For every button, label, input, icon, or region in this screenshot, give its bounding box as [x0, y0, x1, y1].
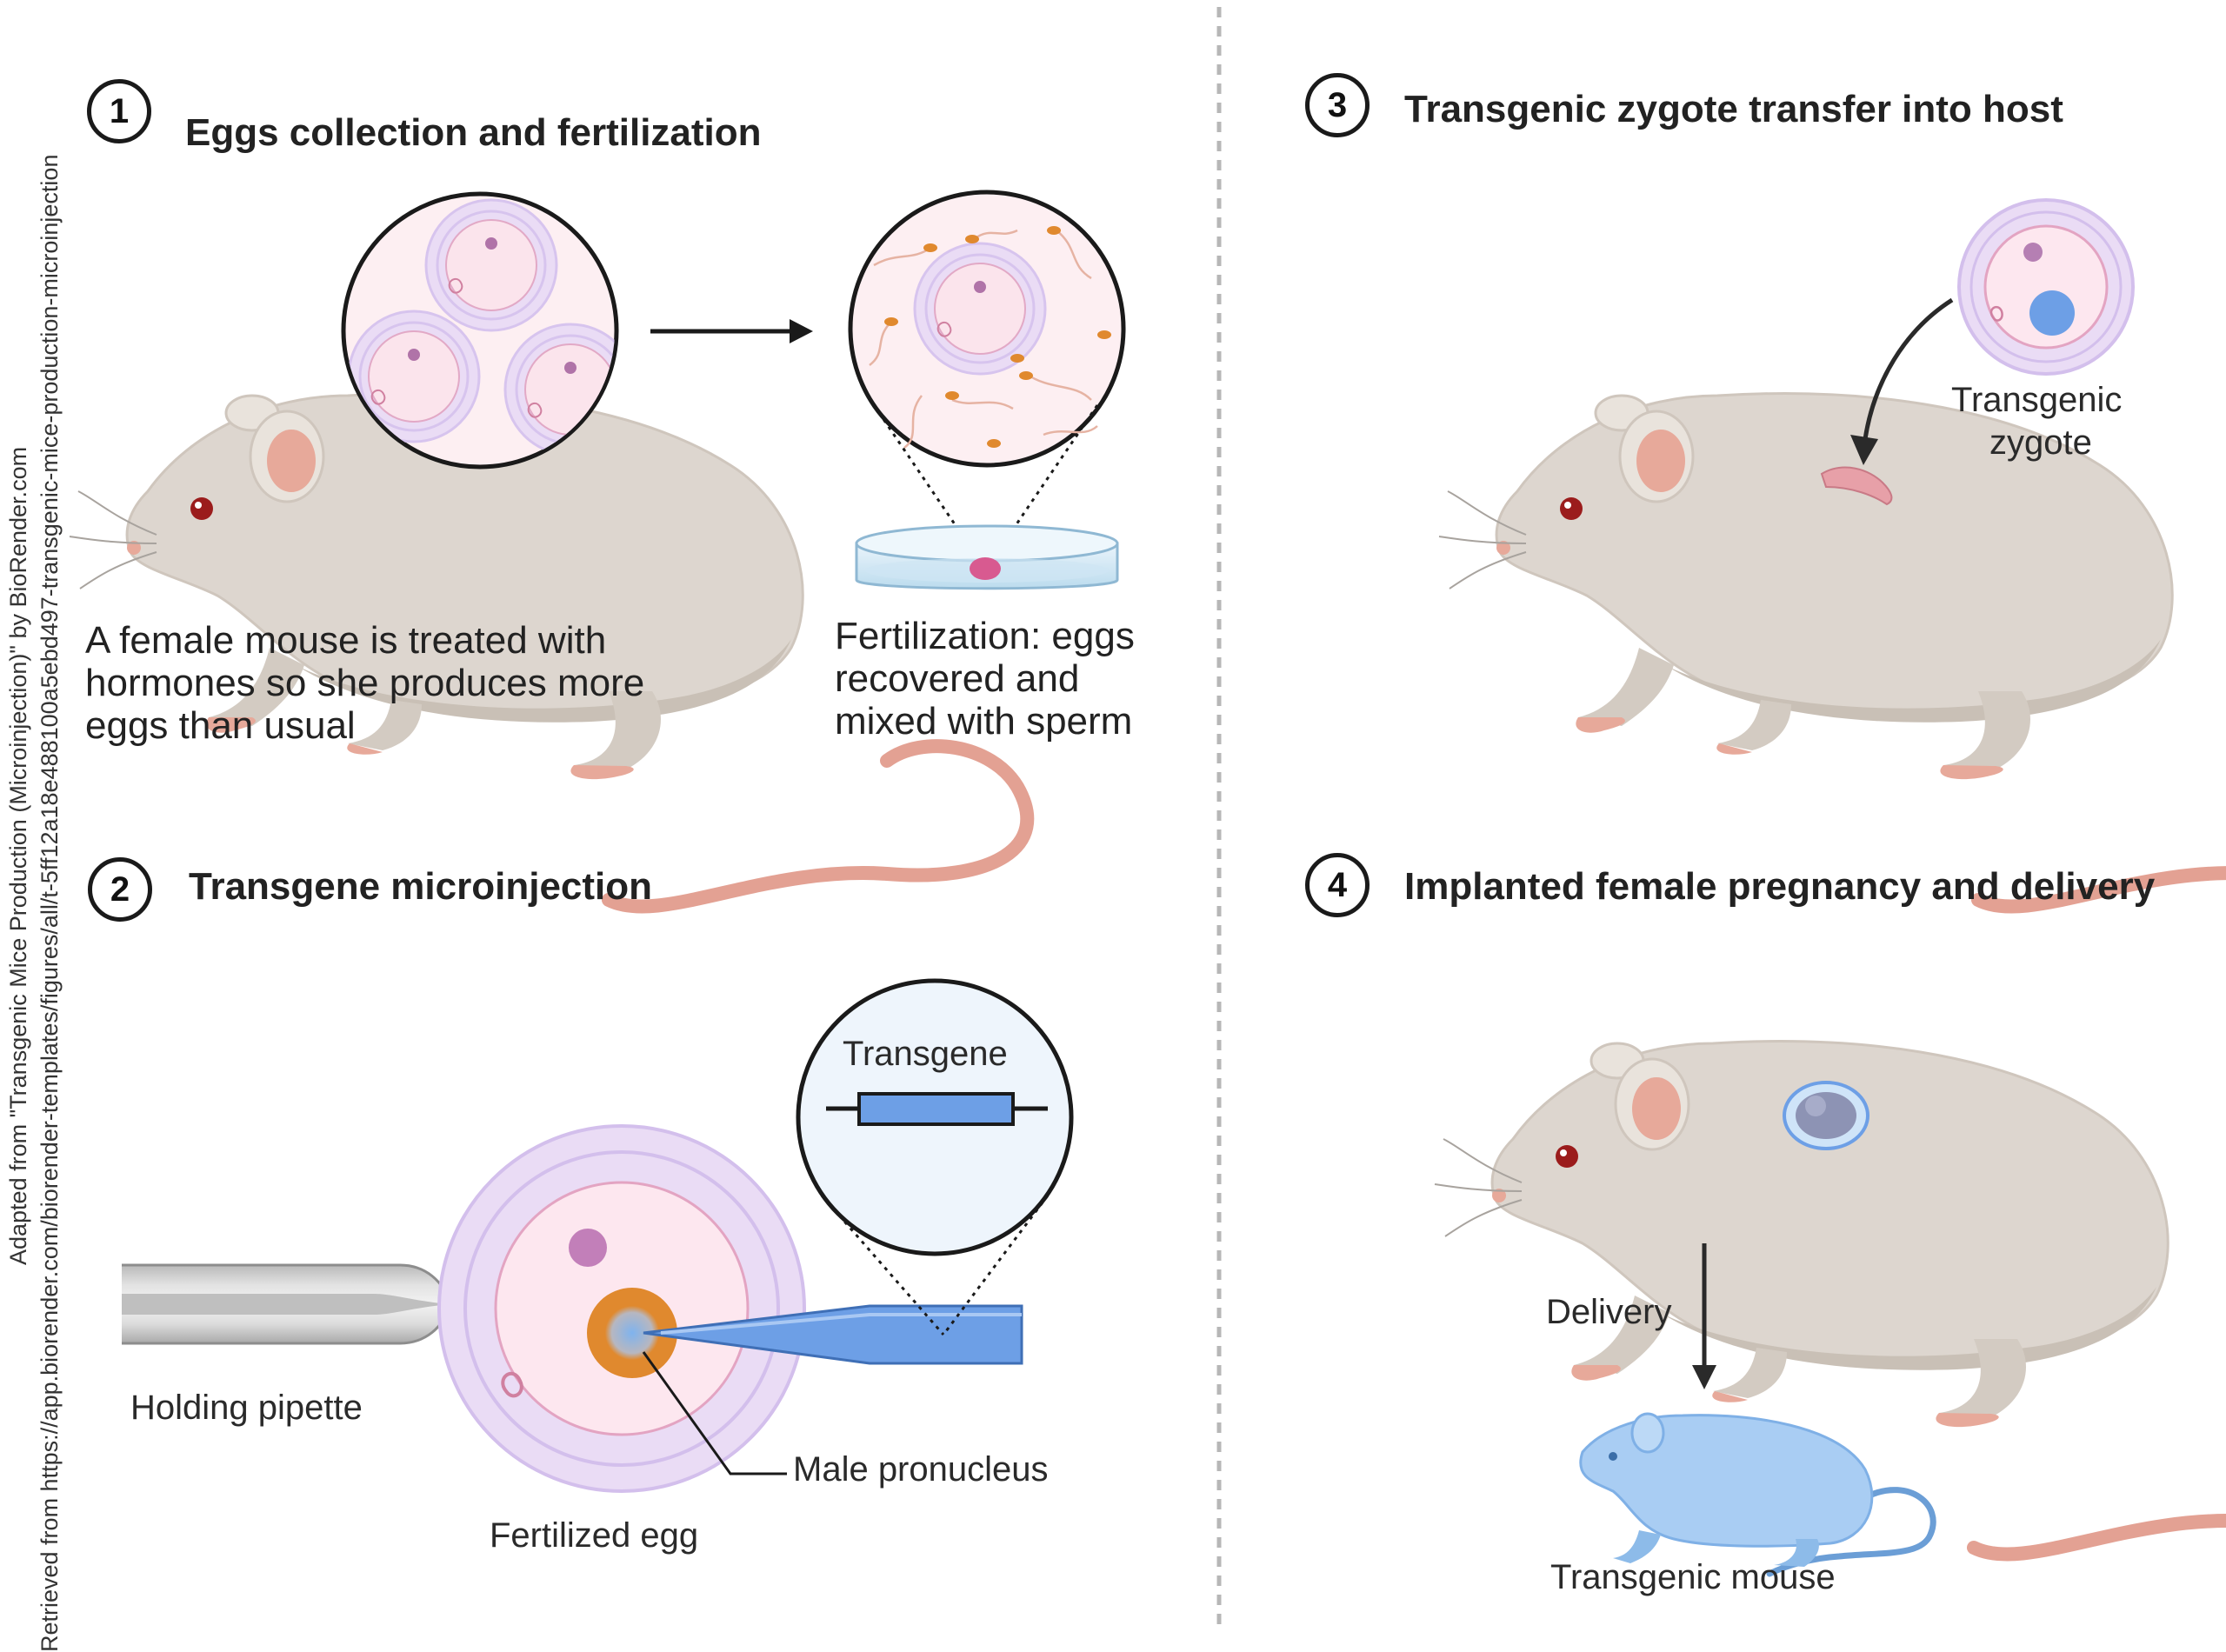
transgenic-mouse-label: Transgenic mouse	[1550, 1558, 1836, 1596]
step1-caption-mouse: A female mouse is treated with hormones …	[85, 619, 645, 747]
transgene-label: Transgene	[843, 1035, 1008, 1073]
zygote-label-line1: Transgenic	[1951, 381, 2123, 419]
step2-fertilized-egg	[437, 1124, 806, 1493]
step1-arrow	[650, 319, 813, 343]
step1-fertilization-magnifier	[848, 190, 1126, 566]
step1-title: Eggs collection and fertilization	[185, 111, 762, 154]
step1-petri-dish	[855, 524, 1119, 590]
step2-injection-needle	[643, 1304, 1023, 1365]
credit-line2: Retrieved from https://app.biorender.com…	[37, 154, 63, 1652]
step3-number: 3	[1305, 73, 1370, 137]
delivery-label: Delivery	[1546, 1293, 1672, 1331]
fertilized-egg-label: Fertilized egg	[490, 1516, 699, 1555]
step4-title: Implanted female pregnancy and delivery	[1404, 865, 2156, 908]
male-pronucleus-label: Male pronucleus	[793, 1450, 1049, 1489]
step1-egg-magnifier	[341, 191, 619, 470]
step1-caption-fertilization: Fertilization: eggs recovered and mixed …	[835, 615, 1135, 743]
step2-title: Transgene microinjection	[189, 865, 653, 908]
step2-number: 2	[88, 857, 152, 922]
step4-transgenic-mouse	[1579, 1412, 1936, 1577]
step4-embryo	[1783, 1081, 1869, 1150]
step3-zygote	[1957, 198, 2135, 376]
step3-title: Transgenic zygote transfer into host	[1404, 88, 2063, 130]
holding-pipette-label: Holding pipette	[130, 1389, 363, 1427]
step4-number: 4	[1305, 853, 1370, 917]
zygote-label-line2: zygote	[1989, 423, 2092, 462]
step4-delivery-arrow	[1692, 1243, 1716, 1389]
step3-arrow	[1850, 297, 1954, 465]
step3-uterus	[1820, 466, 1893, 506]
step2-holding-pipette	[122, 1263, 450, 1345]
credit-line1: Adapted from "Transgenic Mice Production…	[5, 446, 31, 1265]
male-pronucleus-leader	[642, 1351, 787, 1475]
step2-transgene-magnifier	[796, 978, 1074, 1336]
step1-number: 1	[87, 79, 151, 143]
